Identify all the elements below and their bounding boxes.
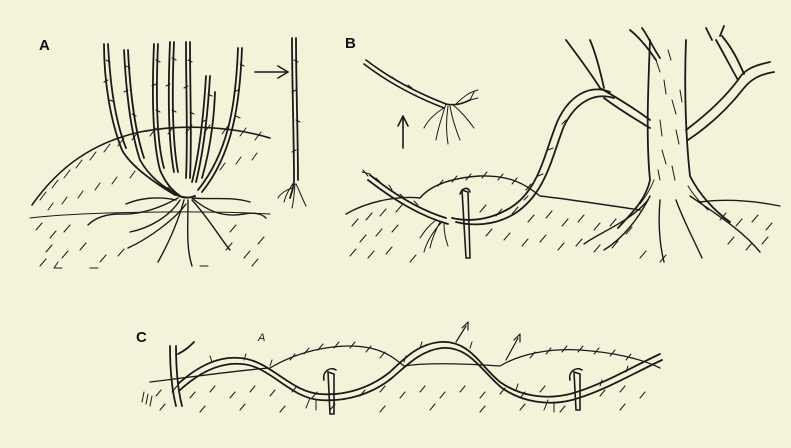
panel-b-inset-roots: [376, 67, 478, 144]
panel-b-rooted-layer-inset: [364, 60, 470, 108]
panel-c-drawing: [142, 322, 662, 414]
panel-a-drawing: [30, 38, 306, 268]
panel-b-tree-branches: [566, 26, 774, 140]
panel-b-bark-texture: [640, 50, 708, 210]
panel-b-tree-trunk: [618, 40, 730, 228]
panel-a-mound-hatching: [40, 125, 261, 210]
panel-b-drawing: [346, 26, 780, 262]
panel-c-stake-2: [570, 369, 582, 410]
panel-b-up-arrow: [398, 116, 408, 148]
panel-c-stake-1: [324, 369, 336, 414]
panel-a-ground-hatching: [30, 212, 270, 268]
panel-b-buried-roots: [420, 220, 448, 252]
panel-a-roots: [88, 198, 266, 266]
panel-a-rooted-cutting: [290, 38, 298, 198]
panel-a-pointer-arrow: [255, 66, 288, 78]
panel-b-layered-branch: [368, 89, 614, 224]
panel-b-hill-hatching: [350, 172, 772, 262]
panel-a-stems: [104, 42, 242, 196]
